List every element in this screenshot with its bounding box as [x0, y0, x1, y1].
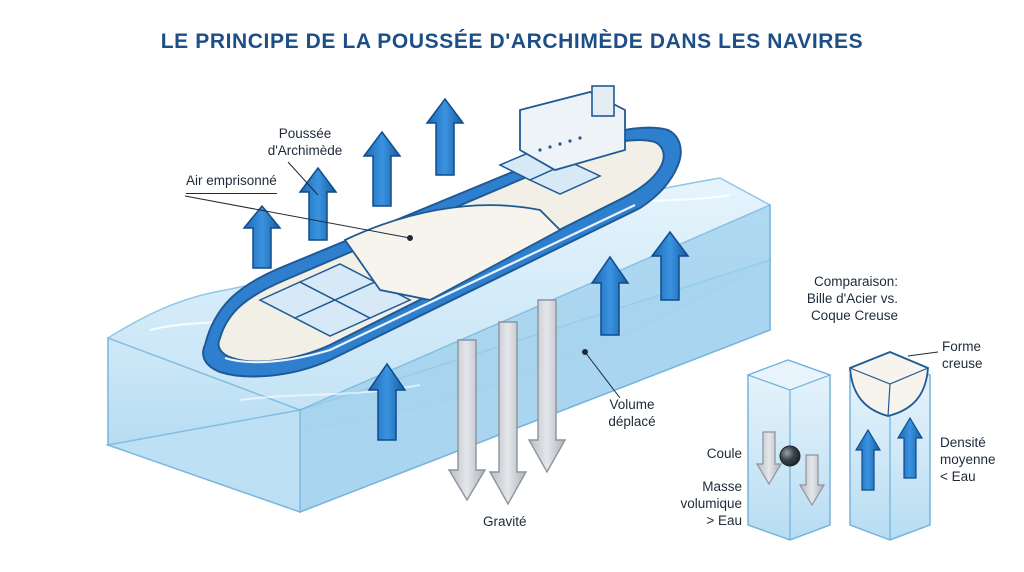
- label-sinks: Coule: [706, 446, 742, 461]
- gravity-arrow-down-icon: [755, 431, 783, 486]
- steel-ball-tank: [746, 359, 832, 541]
- leader-line-buoyancy: [287, 161, 319, 196]
- buoyancy-arrow-up-icon: [242, 204, 282, 269]
- gravity-arrows: [447, 299, 567, 506]
- gravity-arrow-down-icon: [488, 321, 528, 506]
- hull-stripe: [224, 204, 636, 364]
- label-steel-density: Masse volumique > Eau: [680, 479, 742, 528]
- buoyancy-arrow-up-icon: [298, 166, 338, 241]
- label-trapped-air: Air emprisonné: [186, 172, 277, 194]
- steel-ball-icon: [779, 445, 801, 467]
- trapped-air-hold: [343, 204, 562, 301]
- buoyancy-arrow-up-icon: [590, 255, 630, 336]
- buoyancy-arrow-up-icon: [854, 428, 882, 491]
- leader-line-trapped-air: [184, 195, 411, 239]
- leader-lines: [184, 161, 939, 399]
- buoyancy-arrow-up-icon: [362, 130, 402, 207]
- leader-line-displaced: [584, 351, 621, 399]
- buoyancy-arrow-up-icon: [425, 97, 465, 176]
- label-gravity: Gravité: [483, 514, 527, 529]
- hollow-hull-tank: [849, 351, 931, 541]
- funnel: [591, 85, 615, 117]
- label-comparison: Comparaison: Bille d'Acier vs. Coque Cre…: [806, 274, 898, 323]
- gravity-arrow-down-icon: [798, 454, 826, 507]
- gravity-arrow-down-icon: [527, 299, 567, 474]
- hollow-hull-icon: [849, 351, 929, 417]
- label-average-density: Densité moyenne < Eau: [940, 435, 996, 484]
- portholes: [538, 136, 582, 152]
- buoyancy-arrow-up-icon: [896, 416, 924, 479]
- buoyancy-arrows: [242, 97, 690, 441]
- label-hollow-shape: Forme creuse: [942, 339, 983, 371]
- gravity-arrow-down-icon: [447, 339, 487, 502]
- label-buoyancy: Poussée d'Archimède: [267, 126, 343, 158]
- buoyancy-arrow-up-icon: [367, 362, 407, 441]
- buoyancy-arrow-up-icon: [650, 230, 690, 301]
- page-title: LE PRINCIPE DE LA POUSSÉE D'ARCHIMÈDE DA…: [160, 30, 864, 53]
- label-displaced-volume: Volume déplacé: [608, 397, 656, 429]
- leader-line-hollow: [907, 351, 939, 357]
- ship: [202, 85, 682, 378]
